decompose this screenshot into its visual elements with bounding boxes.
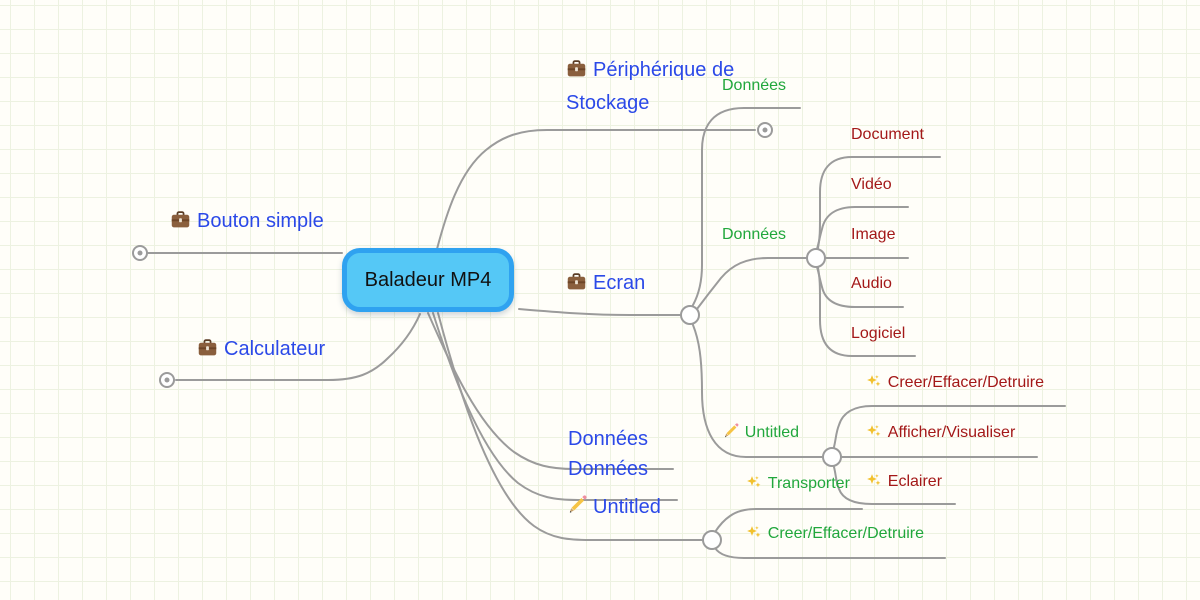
branch-untitled-blue: [437, 312, 703, 541]
node-creer-effacer-detruire-green[interactable]: Creer/Effacer/Detruire: [745, 522, 924, 548]
hub-untitled-green[interactable]: [822, 447, 842, 467]
branch-creer-red: [833, 405, 1066, 448]
branch-transporter: [714, 508, 863, 533]
node-label: Périphérique de Stockage: [566, 59, 735, 114]
branch-donnees-top: [692, 107, 801, 306]
branch-logiciel: [817, 267, 916, 357]
branch-calculateur: [175, 313, 421, 381]
node-label: Transporter: [767, 475, 850, 492]
node-donnees-top[interactable]: Données: [722, 74, 786, 98]
node-label: Document: [851, 126, 924, 143]
branch-eclairer: [833, 466, 956, 505]
node-label: Untitled: [593, 496, 661, 518]
node-label: Vidéo: [851, 176, 892, 193]
root-node-label: Baladeur MP4: [364, 268, 492, 291]
node-label: Afficher/Visualiser: [887, 424, 1016, 441]
node-label: Untitled: [744, 424, 800, 441]
root-node[interactable]: Baladeur MP4: [342, 248, 514, 312]
node-label: Ecran: [593, 272, 646, 294]
collapsed-indicator-peripherique[interactable]: [757, 122, 773, 138]
node-ecran[interactable]: Ecran: [566, 270, 645, 299]
node-label: Données: [568, 428, 649, 450]
pencil-icon: [566, 495, 587, 523]
node-label: Données: [722, 226, 787, 243]
node-donnees-mid[interactable]: Données: [722, 223, 786, 247]
node-document[interactable]: Document: [851, 123, 924, 147]
branch-creer-green: [714, 547, 946, 559]
node-video[interactable]: Vidéo: [851, 173, 892, 197]
branch-ecran: [518, 308, 681, 316]
sparkles-icon: [865, 373, 882, 398]
branch-donnees-blue2: [432, 312, 678, 501]
node-label: Image: [851, 226, 896, 243]
node-transporter[interactable]: Transporter: [745, 472, 850, 498]
collapsed-indicator-bouton-simple[interactable]: [132, 245, 148, 261]
node-label: Données: [568, 458, 649, 480]
branch-video: [816, 206, 909, 250]
sparkles-icon: [745, 524, 762, 549]
node-label: Logiciel: [851, 325, 906, 342]
pencil-icon: [722, 422, 739, 448]
sparkles-icon: [865, 472, 882, 497]
briefcase-icon: [197, 337, 218, 365]
node-donnees-blue2[interactable]: Données: [568, 456, 648, 482]
node-peripherique-de-stockage[interactable]: Périphérique de Stockage: [566, 55, 744, 118]
node-label: Calculateur: [224, 338, 326, 360]
branch-peripherique: [436, 129, 756, 250]
sparkles-icon: [865, 423, 882, 448]
briefcase-icon: [170, 209, 191, 237]
collapsed-indicator-calculateur[interactable]: [159, 372, 175, 388]
branch-donnees-mid: [696, 257, 807, 310]
node-label: Creer/Effacer/Detruire: [887, 374, 1044, 391]
node-bouton-simple[interactable]: Bouton simple: [170, 208, 324, 237]
sparkles-icon: [745, 474, 762, 499]
node-eclairer[interactable]: Eclairer: [865, 470, 942, 496]
node-donnees-blue1[interactable]: Données: [568, 426, 648, 452]
briefcase-icon: [566, 58, 587, 88]
node-label: Bouton simple: [197, 210, 324, 232]
node-label: Données: [722, 77, 787, 94]
node-label: Audio: [851, 275, 892, 292]
node-untitled-blue[interactable]: Untitled: [566, 494, 661, 523]
node-label: Creer/Effacer/Detruire: [767, 525, 924, 542]
node-image[interactable]: Image: [851, 223, 895, 247]
node-logiciel[interactable]: Logiciel: [851, 322, 905, 346]
node-untitled-green[interactable]: Untitled: [722, 421, 799, 447]
briefcase-icon: [566, 271, 587, 299]
node-label: Eclairer: [887, 473, 943, 490]
hub-donnees-mid[interactable]: [806, 248, 826, 268]
node-audio[interactable]: Audio: [851, 272, 892, 296]
hub-ecran[interactable]: [680, 305, 700, 325]
hub-untitled-blue[interactable]: [702, 530, 722, 550]
node-afficher-visualiser[interactable]: Afficher/Visualiser: [865, 421, 1015, 447]
node-calculateur[interactable]: Calculateur: [197, 336, 325, 365]
node-creer-effacer-detruire-red[interactable]: Creer/Effacer/Detruire: [865, 371, 1044, 397]
branch-untitled-green: [692, 324, 823, 458]
